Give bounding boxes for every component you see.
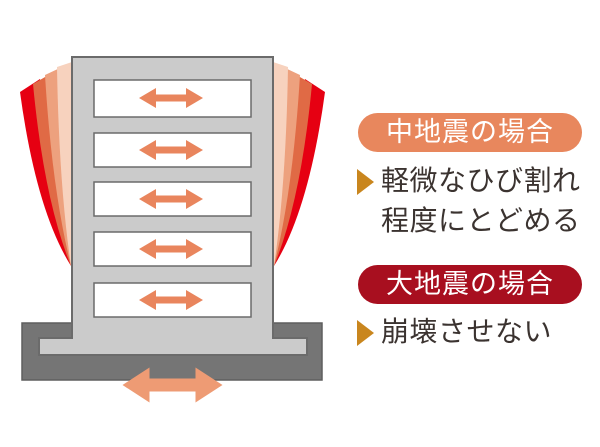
floor-panel: [93, 132, 252, 168]
bullet-triangle-icon: [357, 320, 374, 346]
building-illustration: [20, 56, 325, 403]
double-arrow-icon: [139, 239, 203, 259]
badge-medium-quake: 中地震の場合: [358, 113, 582, 152]
bullet-triangle-icon: [357, 169, 374, 195]
medium-quake-description: 軽微なひび割れ 程度にとどめる: [381, 162, 581, 242]
double-arrow-icon: [139, 189, 203, 209]
major-quake-description: 崩壊させない: [381, 317, 553, 348]
legend-item-major-quake: 崩壊させない: [357, 313, 552, 353]
badge-major-quake: 大地震の場合: [358, 265, 582, 304]
medium-quake-desc-line2: 程度にとどめる: [381, 206, 581, 237]
double-arrow-icon: [139, 140, 203, 160]
double-arrow-icon: [139, 290, 203, 310]
floor-shake-arrows: [139, 88, 203, 310]
sway-blade-icon: [57, 61, 75, 266]
ground-double-arrow-icon: [122, 367, 223, 403]
sway-fan-right: [270, 61, 325, 266]
double-arrow-icon: [139, 88, 203, 108]
legend-item-medium-quake: 軽微なひび割れ 程度にとどめる: [357, 162, 581, 242]
medium-quake-desc-line1: 軽微なひび割れ: [381, 166, 581, 197]
floor-panels: [93, 79, 252, 318]
sway-fan-left: [20, 61, 75, 266]
sway-blade-icon: [270, 61, 288, 266]
